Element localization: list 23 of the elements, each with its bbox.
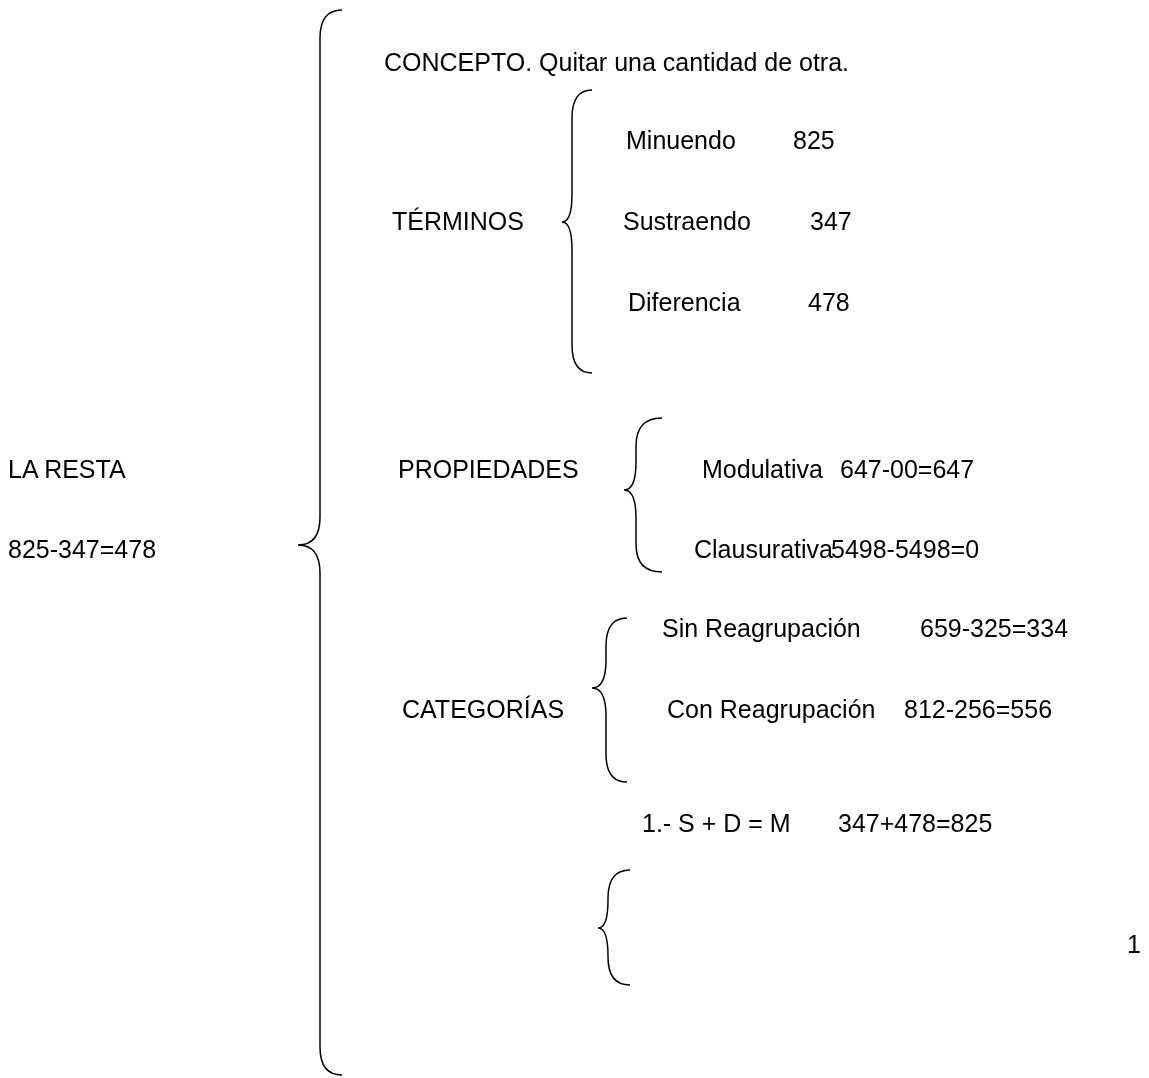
category-heading: PROPIEDADES <box>398 454 579 484</box>
property-label: Modulativa <box>702 454 823 484</box>
equation-text: 347+478=825 <box>838 808 993 838</box>
number-text: 478 <box>808 287 850 317</box>
equation-text: 5498-5498=0 <box>831 534 980 564</box>
category-label: Sin Reagrupación <box>662 613 861 643</box>
main-title: LA RESTA <box>8 454 126 484</box>
equation-text: 825-347=478 <box>8 534 157 564</box>
number-text: 347 <box>810 206 852 236</box>
equation-text: 647-00=647 <box>840 454 975 484</box>
number-text: 825 <box>793 125 835 155</box>
formula-text: 1.- S + D = M <box>642 808 791 838</box>
category-heading: CATEGORÍAS <box>402 694 565 724</box>
category-label: Con Reagrupación <box>667 694 876 724</box>
definition-text: CONCEPTO. Quitar una cantidad de otra. <box>384 47 850 77</box>
term-label: Sustraendo <box>623 206 751 236</box>
term-label: Diferencia <box>628 287 741 317</box>
property-label: Clausurativa <box>694 534 833 564</box>
term-label: Minuendo <box>626 125 736 155</box>
equation-text: 812-256=556 <box>904 694 1053 724</box>
page-number: 1 <box>1127 929 1141 959</box>
category-heading: TÉRMINOS <box>392 206 524 236</box>
equation-text: 659-325=334 <box>920 613 1069 643</box>
